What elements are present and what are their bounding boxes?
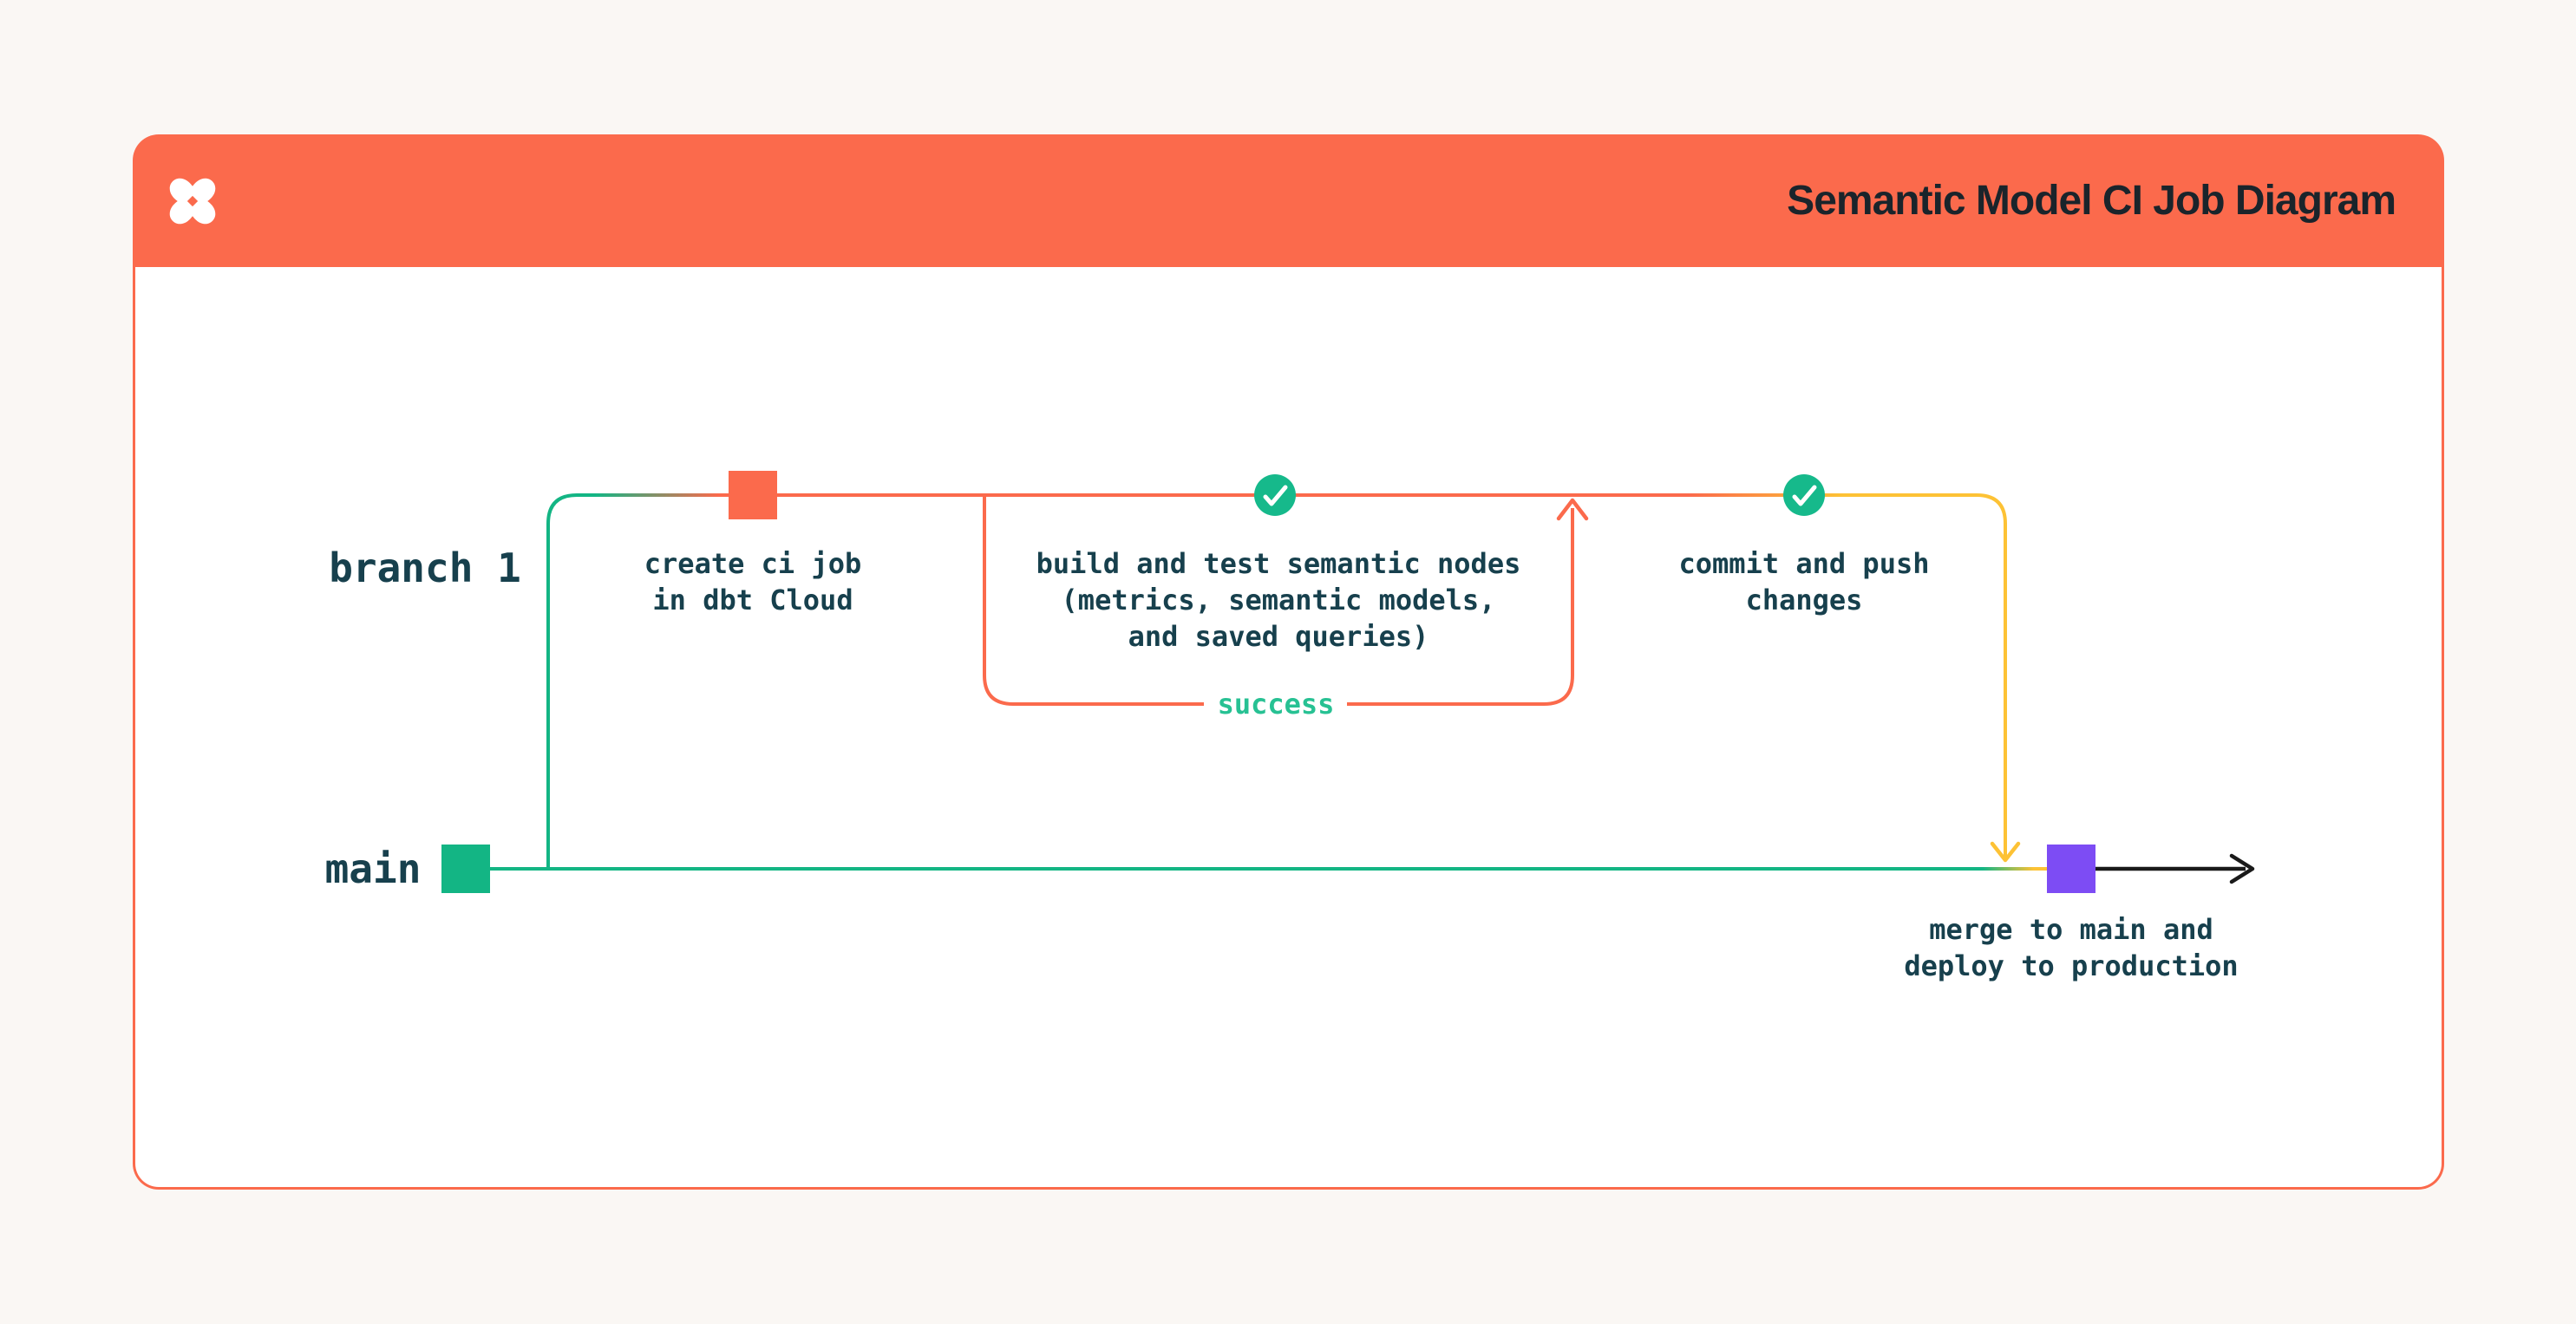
ci-flow-diagram bbox=[441, 471, 2255, 893]
card-body: branch 1 main create ci job in dbt Cloud… bbox=[133, 267, 2444, 1190]
commit-and-push-label: commit and push changes bbox=[1678, 547, 1930, 616]
main-label: main bbox=[324, 845, 422, 892]
dbt-logo-icon bbox=[169, 178, 216, 224]
page-title: Semantic Model CI Job Diagram bbox=[1787, 178, 2396, 224]
success-label: success bbox=[1217, 688, 1335, 721]
main-start-commit-square bbox=[441, 845, 490, 893]
create-ci-commit-square bbox=[729, 471, 777, 519]
create-ci-job-label: create ci job in dbt Cloud bbox=[644, 547, 862, 616]
production-arrowhead-icon bbox=[2229, 853, 2255, 884]
card: Semantic Model CI Job Diagram bbox=[133, 134, 2444, 1190]
success-bracket bbox=[983, 497, 1574, 706]
check-icon bbox=[1783, 474, 1825, 516]
build-and-test-label: build and test semantic nodes (metrics, … bbox=[1036, 547, 1521, 653]
merge-commit-square bbox=[2047, 845, 2095, 893]
check-icon bbox=[1254, 474, 1296, 516]
success-bracket-up-arrowhead-icon bbox=[1556, 498, 1589, 521]
branch-label: branch 1 bbox=[329, 545, 521, 591]
card-header: Semantic Model CI Job Diagram bbox=[133, 134, 2444, 267]
merge-down-arrowhead-icon bbox=[1990, 841, 2021, 863]
merge-and-deploy-label: merge to main and deploy to production bbox=[1904, 913, 2239, 982]
